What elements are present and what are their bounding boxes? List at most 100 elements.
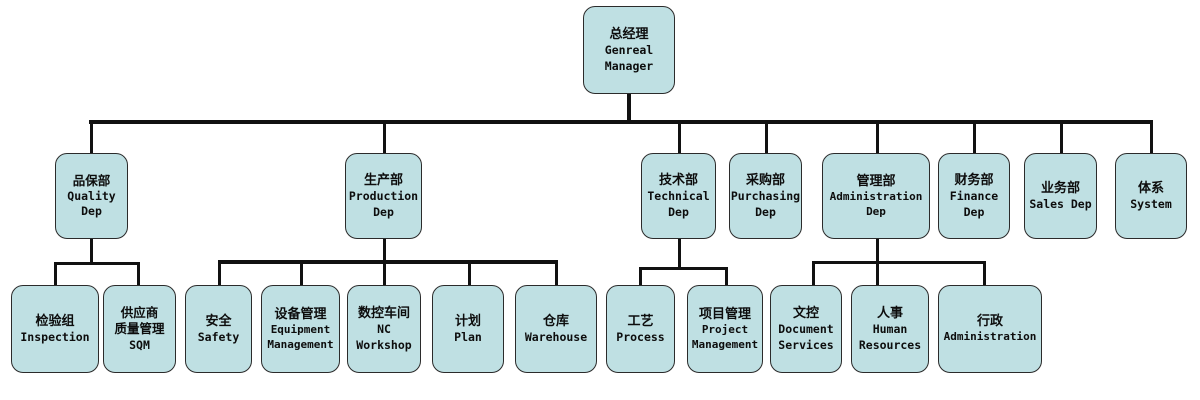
connector-administration-bus [812, 261, 985, 264]
node-label-cn: 数控车间 [357, 306, 410, 322]
node-label-cn: 文控 [792, 306, 819, 322]
node-sqm[interactable]: 供应商 质量管理 SQM [103, 285, 176, 373]
node-label-en-1: Purchasing [730, 189, 801, 204]
connector-main-bus [89, 120, 1153, 124]
node-administration-dep[interactable]: 管理部 Administration Dep [822, 153, 930, 239]
node-warehouse[interactable]: 仓库 Warehouse [515, 285, 597, 373]
node-label-cn-2: 质量管理 [114, 321, 165, 337]
node-technical-dep[interactable]: 技术部 Technical Dep [641, 153, 716, 239]
connector-drop-purchasing [765, 122, 768, 154]
node-label-en-1: Document [778, 322, 834, 337]
node-label-cn: 采购部 [745, 173, 785, 189]
connector-drop-admin [983, 261, 986, 286]
node-label-cn: 行政 [976, 314, 1003, 330]
node-general-manager[interactable]: 总经理 Genreal Manager [583, 6, 675, 94]
node-label-en-2: Manager [604, 58, 654, 73]
node-label-en-2: Dep [963, 204, 985, 219]
node-label-cn: 总经理 [609, 27, 649, 43]
node-label-en-1: Process [616, 329, 665, 344]
node-label-cn: 品保部 [72, 172, 111, 188]
node-nc-workshop[interactable]: 数控车间 NC Workshop [347, 285, 421, 373]
node-safety[interactable]: 安全 Safety [185, 285, 252, 373]
node-label-en-2: Dep [373, 204, 394, 219]
node-administration-office[interactable]: 行政 Administration [938, 285, 1042, 373]
node-label-en-1: Project [701, 323, 749, 337]
node-label-cn: 安全 [205, 313, 232, 329]
node-process[interactable]: 工艺 Process [606, 285, 675, 373]
connector-drop-sqm [137, 262, 140, 286]
node-label-en-2: Dep [866, 204, 886, 218]
connector-production-bus [218, 260, 558, 264]
connector-drop-production [383, 122, 386, 154]
node-label-cn: 人事 [876, 306, 903, 322]
node-equipment-management[interactable]: 设备管理 Equipment Management [261, 285, 340, 373]
node-label-en-1: Warehouse [524, 329, 588, 344]
connector-drop-ncworkshop [383, 262, 386, 286]
node-finance-dep[interactable]: 财务部 Finance Dep [938, 153, 1010, 239]
node-label-cn: 体系 [1137, 180, 1164, 196]
node-document-services[interactable]: 文控 Document Services [770, 285, 842, 373]
connector-drop-inspection [54, 262, 57, 286]
node-label-en-2: Management [267, 337, 334, 351]
node-label-cn: 计划 [454, 313, 481, 329]
connector-drop-process [639, 267, 642, 286]
node-label-en-1: Sales Dep [1029, 196, 1092, 211]
node-purchasing-dep[interactable]: 采购部 Purchasing Dep [729, 153, 802, 239]
connector-drop-plan [468, 262, 471, 286]
node-label-en-1: Administration [829, 190, 923, 204]
node-label-cn: 财务部 [954, 173, 994, 189]
node-label-cn: 生产部 [363, 173, 403, 189]
node-label-en-1: Safety [197, 329, 240, 344]
node-label-en-1: Finance [949, 189, 999, 204]
node-label-en-1: SQM [129, 337, 150, 352]
connector-drop-equipment [300, 262, 303, 286]
node-production-dep[interactable]: 生产部 Production Dep [345, 153, 422, 239]
node-label-en-2: Services [778, 337, 834, 352]
connector-quality-bus [54, 262, 140, 265]
node-label-en-1: Production [348, 189, 419, 204]
connector-drop-administration [876, 122, 879, 154]
node-project-management[interactable]: 项目管理 Project Management [687, 285, 763, 373]
node-label-cn: 技术部 [658, 173, 698, 189]
node-label-cn: 管理部 [856, 173, 896, 189]
node-label-en-1: Inspection [20, 329, 90, 344]
connector-gm-trunk [627, 94, 631, 122]
node-label-en-1: Equipment [270, 323, 331, 337]
node-label-en-1: Administration [943, 330, 1037, 344]
connector-drop-finance [973, 122, 976, 154]
node-label-cn: 项目管理 [698, 306, 751, 322]
node-label-en-1: Quality [67, 189, 116, 204]
node-label-en-2: Dep [755, 204, 776, 219]
connector-drop-safety [218, 262, 221, 286]
connector-drop-system [1150, 122, 1153, 154]
node-label-cn: 仓库 [542, 313, 569, 329]
connector-drop-warehouse [555, 262, 558, 286]
node-label-en-1: NC [377, 322, 391, 337]
connector-drop-sales [1060, 122, 1063, 154]
connector-administration-stem [876, 239, 879, 264]
node-sales-dep[interactable]: 业务部 Sales Dep [1024, 153, 1097, 239]
node-inspection[interactable]: 检验组 Inspection [11, 285, 99, 373]
connector-technical-stem [678, 239, 681, 269]
node-label-cn: 业务部 [1040, 180, 1080, 196]
node-label-cn: 工艺 [627, 313, 654, 329]
node-label-en-2: Workshop [356, 337, 412, 352]
node-label-en-1: Genreal [604, 43, 654, 58]
node-label-en-1: Technical [647, 189, 710, 204]
node-quality-dep[interactable]: 品保部 Quality Dep [55, 153, 128, 239]
node-plan[interactable]: 计划 Plan [432, 285, 504, 373]
node-label-en-1: System [1130, 196, 1172, 211]
node-label-en-1: Plan [454, 329, 482, 344]
connector-quality-stem [90, 239, 93, 265]
node-human-resources[interactable]: 人事 Human Resources [851, 285, 929, 373]
connector-drop-hr [876, 261, 879, 286]
node-label-en-2: Dep [81, 204, 102, 219]
connector-drop-project [725, 267, 728, 286]
node-label-en-2: Management [691, 337, 759, 351]
node-label-en-2: Resources [858, 337, 922, 352]
node-system[interactable]: 体系 System [1115, 153, 1187, 239]
connector-drop-document [812, 261, 815, 286]
connector-technical-bus [639, 267, 728, 270]
node-label-cn: 检验组 [35, 313, 75, 329]
